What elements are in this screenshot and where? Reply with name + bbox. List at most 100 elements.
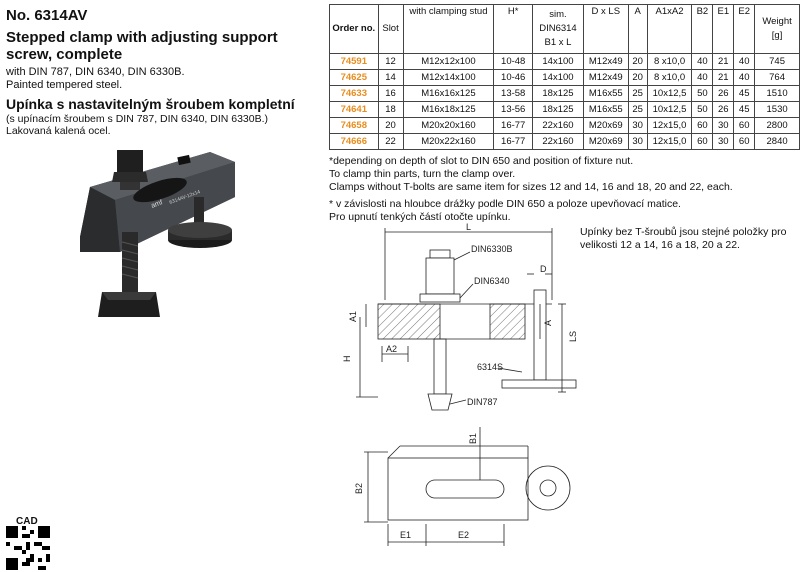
table-cell: 12x15,0 [646, 117, 693, 134]
dim-label-b2: B2 [354, 483, 364, 494]
table-cell: 764 [754, 69, 800, 86]
dim-label-a2: A2 [386, 344, 397, 354]
order-code[interactable]: 74633 [329, 85, 379, 102]
table-cell: 14 [377, 69, 404, 86]
table-cell: 16 [377, 85, 404, 102]
table-cell: 8 x10,0 [646, 69, 693, 86]
table-cell: 16-77 [493, 133, 534, 150]
table-cell: 40 [733, 53, 756, 70]
table-row: 74641 18 M16x18x125 13-56 18x125 M16x55 … [329, 101, 800, 118]
subtitle-en-line-2: Painted tempered steel. [6, 79, 123, 91]
product-number: No. 6314AV [6, 7, 88, 24]
order-code[interactable]: 74591 [329, 53, 379, 70]
note-en-1: *depending on depth of slot to DIN 650 a… [329, 155, 634, 167]
table-row: 74658 20 M20x20x160 16-77 22x160 M20x69 … [329, 117, 800, 134]
table-cell: 1510 [754, 85, 800, 102]
product-subtitle-en: with DIN 787, DIN 6340, DIN 6330B. Paint… [6, 66, 185, 92]
col-e2: E2 [733, 4, 756, 54]
table-header-row: Order no. Slot with clamping stud H* sim… [329, 4, 800, 54]
product-title-cz: Upínka s nastavitelným šroubem kompletní [6, 96, 295, 112]
order-code[interactable]: 74666 [329, 133, 379, 150]
product-title-en: Stepped clamp with adjusting support scr… [6, 29, 278, 63]
col-b2: B2 [691, 4, 714, 54]
table-cell: 10-48 [493, 53, 534, 70]
table-cell: M16x16x125 [402, 85, 495, 102]
subtitle-cz-line-1: (s upínacím šroubem s DIN 787, DIN 6340,… [6, 113, 269, 125]
order-code[interactable]: 74658 [329, 117, 379, 134]
table-cell: M20x69 [582, 117, 629, 134]
table-cell: 40 [691, 69, 714, 86]
table-cell: M12x14x100 [402, 69, 495, 86]
table-cell: M12x12x100 [402, 53, 495, 70]
cad-qr-code[interactable] [6, 526, 50, 570]
table-cell: 13-56 [493, 101, 534, 118]
col-a: A [627, 4, 648, 54]
col-weight: Weight [g] [754, 4, 800, 54]
col-order-no: Order no. [329, 4, 379, 54]
table-cell: 20 [377, 117, 404, 134]
table-cell: M16x55 [582, 85, 629, 102]
table-cell: M12x49 [582, 53, 629, 70]
notes-cz: * v závislosti na hloubce drážky podle D… [329, 198, 681, 224]
table-cell: 22x160 [532, 133, 584, 150]
col-din6314: sim. DIN6314 B1 x L [532, 4, 584, 54]
dim-label-b1: B1 [468, 433, 478, 444]
col-a1xa2: A1xA2 [646, 4, 693, 54]
table-cell: 60 [691, 133, 714, 150]
dim-label-h: H [342, 356, 352, 363]
table-cell: 45 [733, 101, 756, 118]
table-cell: 60 [733, 117, 756, 134]
table-cell: 16-77 [493, 117, 534, 134]
col-d-ls: D x LS [582, 4, 629, 54]
table-cell: 60 [733, 133, 756, 150]
table-cell: 2800 [754, 117, 800, 134]
table-cell: 1530 [754, 101, 800, 118]
subtitle-cz-line-2: Lakovaná kalená ocel. [6, 125, 111, 137]
label-din6340: DIN6340 [474, 276, 510, 286]
subtitle-en-line-1: with DIN 787, DIN 6340, DIN 6330B. [6, 66, 185, 78]
note-cz-2: Pro upnutí tenkých částí otočte upínku. [329, 211, 511, 223]
table-cell: 26 [712, 85, 735, 102]
table-cell: 12x15,0 [646, 133, 693, 150]
note-right-cz: Upínky bez T-šroubů jsou stejné položky … [580, 226, 787, 251]
order-code[interactable]: 74641 [329, 101, 379, 118]
table-cell: M20x69 [582, 133, 629, 150]
table-row: 74625 14 M12x14x100 10-46 14x100 M12x49 … [329, 69, 800, 86]
table-cell: 25 [627, 101, 648, 118]
product-subtitle-cz: (s upínacím šroubem s DIN 787, DIN 6340,… [6, 113, 268, 137]
label-6314s: 6314S [477, 362, 503, 372]
table-cell: 50 [691, 101, 714, 118]
table-cell: 14x100 [532, 69, 584, 86]
col-slot: Slot [377, 4, 404, 54]
table-cell: 45 [733, 85, 756, 102]
table-cell: 14x100 [532, 53, 584, 70]
label-din787: DIN787 [467, 397, 498, 407]
table-cell: 10x12,5 [646, 85, 693, 102]
table-cell: 18x125 [532, 85, 584, 102]
table-cell: M12x49 [582, 69, 629, 86]
dim-label-d: D [540, 264, 547, 274]
label-din6330b: DIN6330B [471, 244, 513, 254]
col-clamping-stud: with clamping stud [402, 4, 495, 54]
table-cell: 50 [691, 85, 714, 102]
order-code[interactable]: 74625 [329, 69, 379, 86]
table-cell: M20x22x160 [402, 133, 495, 150]
table-cell: 745 [754, 53, 800, 70]
notes-en: *depending on depth of slot to DIN 650 a… [329, 155, 733, 194]
photo-brand: amf [150, 199, 163, 210]
table-cell: 10-46 [493, 69, 534, 86]
note-en-2: To clamp thin parts, turn the clamp over… [329, 168, 516, 180]
dim-label-l: L [466, 222, 471, 232]
table-cell: 22x160 [532, 117, 584, 134]
table-cell: M20x20x160 [402, 117, 495, 134]
table-cell: 13-58 [493, 85, 534, 102]
dim-label-ls: LS [568, 331, 578, 342]
table-cell: 22 [377, 133, 404, 150]
technical-drawing: L D DIN6330B DIN6340 DIN787 A1 A2 H LS A… [342, 222, 578, 546]
cad-label: CAD [16, 516, 38, 527]
note-en-3: Clamps without T-bolts are same item for… [329, 181, 733, 193]
table-cell: 30 [712, 117, 735, 134]
table-cell: 18 [377, 101, 404, 118]
table-cell: 40 [691, 53, 714, 70]
note-cz-1: * v závislosti na hloubce drážky podle D… [329, 198, 681, 210]
